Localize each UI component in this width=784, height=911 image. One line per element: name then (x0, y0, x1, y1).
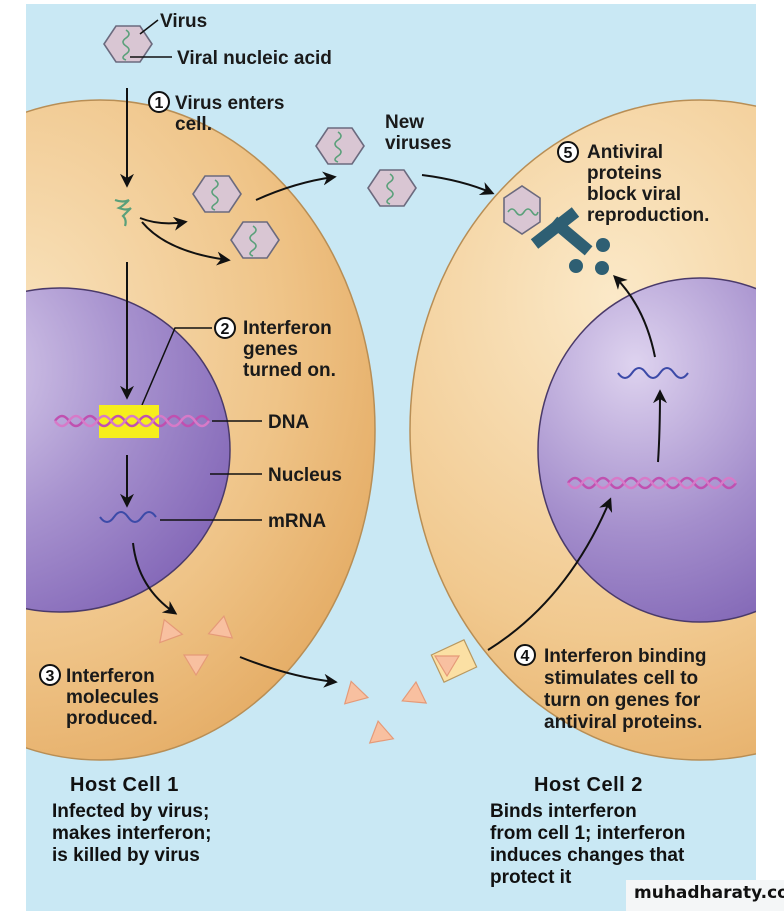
mrna-label: mRNA (268, 511, 326, 532)
translation-arrow-cell-2 (613, 275, 656, 358)
svg-text:2: 2 (221, 321, 230, 338)
legend-virus-label: Virus (160, 11, 207, 32)
watermark-text: muhadharaty.com (634, 883, 784, 903)
step-2-badge: 2 (214, 317, 236, 339)
release-arrow (255, 171, 337, 201)
step-3-badge: 3 (39, 664, 61, 686)
nucleus-label: Nucleus (268, 465, 342, 486)
replication-arrow-1 (139, 216, 188, 231)
host-cell-1-nucleus (26, 287, 231, 613)
dna-label: DNA (268, 412, 309, 433)
replication-arrow-2 (141, 221, 231, 266)
translation-arrow (132, 542, 178, 615)
svg-text:3: 3 (46, 668, 55, 685)
host-cell-2-title: Host Cell 2 (534, 774, 643, 796)
step-4-badge: 4 (514, 644, 536, 666)
transcription-arrow-cell-2 (652, 389, 667, 463)
secretion-arrow (239, 656, 338, 688)
host-cell-1-title: Host Cell 1 (70, 774, 179, 796)
watermark: muhadharaty.com (626, 880, 784, 911)
step-1-badge: 1 (148, 91, 170, 113)
infection-arrow-cell-2 (421, 174, 495, 195)
mrna-cell-2-icon (617, 367, 689, 379)
svg-text:5: 5 (564, 145, 573, 162)
step-2-leader (141, 327, 212, 406)
host-cell-1-description: Infected by virus;makes interferon;is ki… (52, 801, 211, 866)
interferon-gene-highlight (99, 405, 159, 438)
mrna-cell-1-icon (99, 511, 157, 523)
viral-nucleic-acid-icon (114, 198, 132, 227)
signal-arrow (487, 497, 613, 651)
dna-cell-1-icon (54, 414, 210, 428)
antiviral-protein-icon (530, 207, 610, 275)
svg-text:1: 1 (155, 95, 164, 112)
svg-text:4: 4 (521, 648, 530, 665)
legend-virus-leader (139, 19, 159, 35)
dna-cell-2-strand-icon (567, 476, 737, 490)
legend-nucleic-acid-label: Viral nucleic acid (177, 48, 332, 69)
step-5-badge: 5 (557, 141, 579, 163)
